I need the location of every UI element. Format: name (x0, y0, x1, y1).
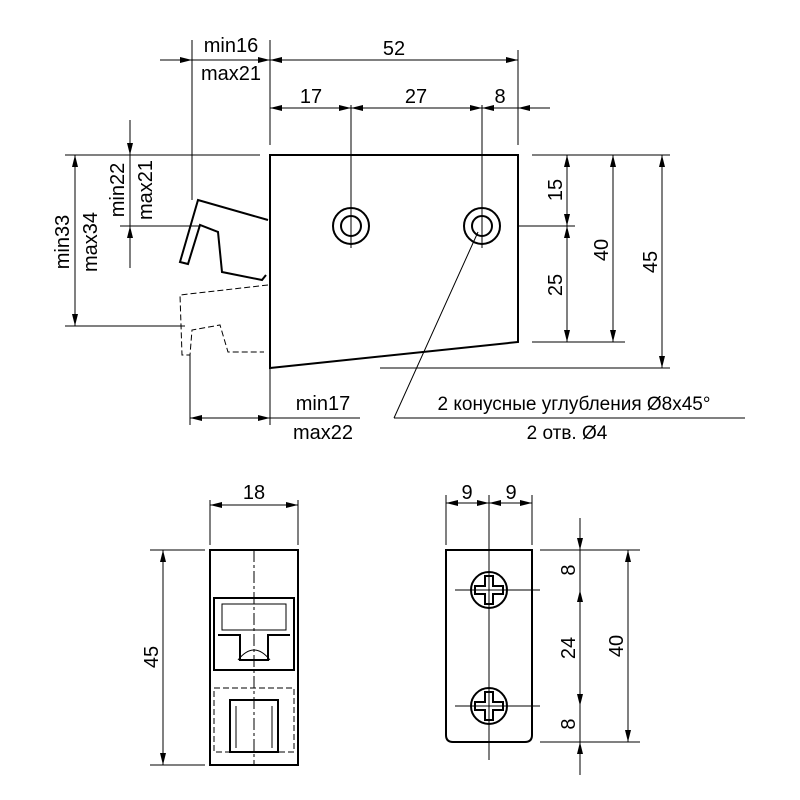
note-holes: 2 отв. Ø4 (527, 423, 608, 444)
plate-dim-9-left: 9 (461, 482, 472, 504)
dim-45: 45 (640, 251, 662, 273)
side-dim-18: 18 (243, 482, 265, 504)
dim-17: 17 (300, 86, 322, 108)
dim-max22: max22 (293, 422, 353, 444)
plate-dim-9-right: 9 (505, 482, 516, 504)
dim-max21: max21 (201, 63, 261, 85)
tongue-mechanism-upper (213, 597, 295, 671)
plate-dim-24: 24 (558, 637, 580, 659)
dim-25: 25 (545, 274, 567, 296)
latch-tongue-open (178, 198, 269, 282)
tongue-mechanism-lower (213, 687, 295, 753)
dim-max21-vertical: max21 (135, 160, 157, 220)
plate-dim-8-top: 8 (558, 564, 580, 575)
screw-bottom-icon (470, 687, 508, 725)
plate-dim-40: 40 (606, 635, 628, 657)
dim-27: 27 (405, 86, 427, 108)
dim-52: 52 (383, 38, 405, 60)
latch-tongue-closed (179, 284, 269, 356)
side-dim-45: 45 (141, 646, 163, 668)
latch-body (269, 154, 519, 370)
screw-top-icon (470, 571, 508, 609)
dim-8: 8 (494, 86, 505, 108)
plate-dim-8-bottom: 8 (558, 718, 580, 729)
dim-min17: min17 (296, 393, 350, 415)
dim-15: 15 (545, 179, 567, 201)
dim-min16: min16 (204, 35, 258, 57)
side-view: 18 45 (141, 482, 299, 766)
note-countersink: 2 конусные углубления Ø8x45° (438, 394, 711, 415)
dim-40: 40 (591, 239, 613, 261)
plate-view: 9 9 8 24 8 40 (445, 482, 640, 775)
main-view: 52 17 27 8 min16 max21 15 25 40 (52, 35, 745, 444)
dim-max34: max34 (80, 212, 102, 272)
dim-min22: min22 (107, 163, 129, 217)
dim-min33: min33 (52, 215, 74, 269)
